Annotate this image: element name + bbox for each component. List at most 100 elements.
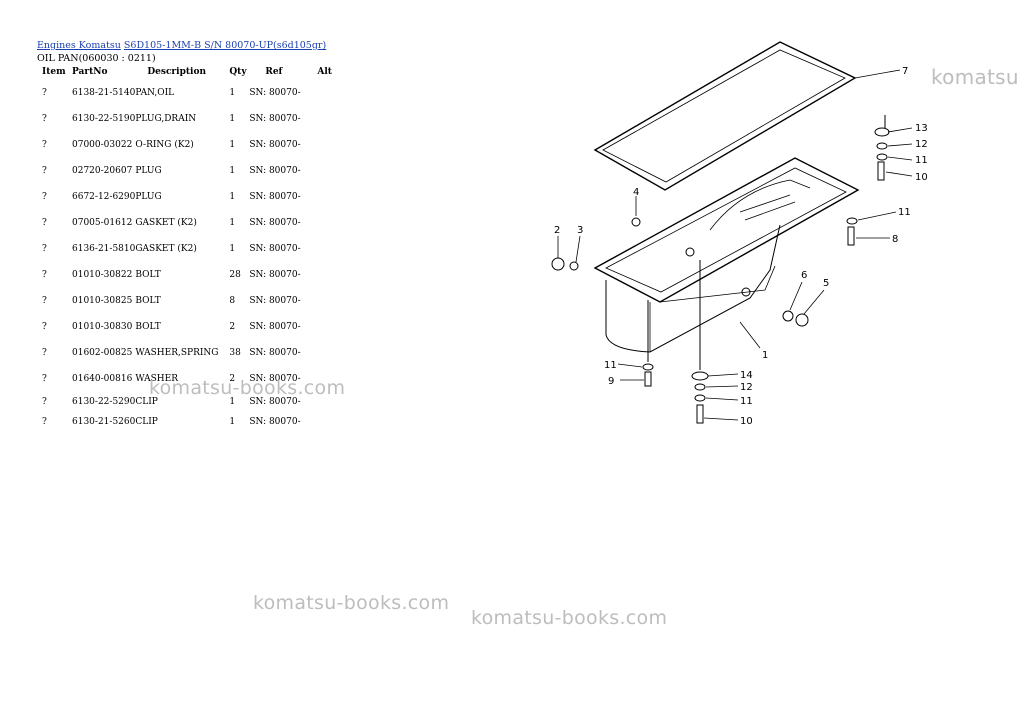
cell-desc: PLUG — [135, 166, 162, 176]
callout-12b: 12 — [740, 382, 753, 393]
cell-ref: SN: 80070- — [249, 218, 301, 228]
cell-item: ? — [42, 114, 47, 124]
cell-alt — [317, 106, 347, 132]
callout-11d: 11 — [740, 396, 753, 407]
callout-3: 3 — [577, 225, 583, 236]
callout-6: 6 — [801, 270, 807, 281]
breadcrumb-link-engines[interactable]: Engines Komatsu — [37, 40, 121, 51]
cell-qty: 38 — [229, 348, 241, 358]
cell-qty: 2 — [229, 374, 236, 384]
callout-9: 9 — [608, 376, 614, 387]
cell-ref: SN: 80070- — [249, 88, 301, 98]
col-header-description: Description — [147, 67, 206, 77]
cell-ref: SN: 80070- — [249, 192, 301, 202]
page-subtitle: OIL PAN(060030 : 0211) — [37, 53, 156, 64]
cell-item: ? — [42, 397, 47, 407]
col-header-item: Item — [42, 67, 66, 77]
callout-5: 5 — [823, 278, 829, 289]
cell-part: 6130-22-5290 — [72, 397, 136, 407]
cell-item: ? — [42, 374, 47, 384]
cell-alt — [317, 158, 347, 184]
callout-11b: 11 — [898, 207, 911, 218]
cell-desc: PLUG,DRAIN — [135, 114, 197, 124]
callout-10b: 10 — [740, 416, 753, 427]
oil-pan-outline — [593, 157, 860, 353]
cell-qty: 1 — [229, 192, 236, 202]
callout-numbers: 7 13 12 11 10 11 8 4 2 3 6 5 1 11 9 14 1… — [554, 66, 928, 427]
cell-desc: O-RING (K2) — [135, 140, 194, 150]
callout-7: 7 — [902, 66, 908, 77]
col-header-partno: PartNo — [72, 67, 108, 77]
cell-part: 01010-30822 — [72, 270, 133, 280]
cell-part: 07005-01612 — [72, 218, 133, 228]
cell-alt — [317, 210, 347, 236]
callout-1: 1 — [762, 350, 768, 361]
col-header-ref: Ref — [265, 67, 283, 77]
fasteners — [551, 115, 890, 424]
cell-qty: 1 — [229, 166, 236, 176]
cell-desc: GASKET (K2) — [135, 244, 197, 254]
callout-8: 8 — [892, 234, 898, 245]
gasket-outline — [593, 41, 857, 191]
cell-ref: SN: 80070- — [249, 296, 301, 306]
col-header-qty: Qty — [229, 67, 247, 77]
cell-ref: SN: 80070- — [249, 417, 301, 427]
cell-desc: WASHER — [135, 374, 179, 384]
table-header-row: Item PartNo Description Qty Ref Alt — [37, 64, 347, 80]
cell-desc: GASKET (K2) — [135, 218, 197, 228]
cell-part: 6138-21-5140 — [72, 88, 136, 98]
cell-desc: CLIP — [135, 417, 158, 427]
cell-ref: SN: 80070- — [249, 397, 301, 407]
cell-desc: PAN,OIL — [135, 88, 175, 98]
callout-12a: 12 — [915, 139, 928, 150]
cell-part: 02720-20607 — [72, 166, 133, 176]
breadcrumb-link-model[interactable]: S6D105-1MM-B S/N 80070-UP(s6d105gr) — [123, 40, 327, 51]
cell-ref: SN: 80070- — [249, 348, 301, 358]
cell-part: 6130-22-5190 — [72, 114, 136, 124]
cell-alt — [317, 340, 347, 366]
cell-qty: 1 — [229, 218, 236, 228]
cell-qty: 1 — [229, 88, 236, 98]
cell-part: 01640-00816 — [72, 374, 133, 384]
cell-qty: 8 — [229, 296, 236, 306]
cell-item: ? — [42, 244, 47, 254]
cell-part: 01010-30825 — [72, 296, 133, 306]
cell-part: 6136-21-5810 — [72, 244, 136, 254]
watermark-top-right: komatsu — [931, 65, 1019, 89]
cell-qty: 1 — [229, 114, 236, 124]
cell-item: ? — [42, 88, 47, 98]
cell-alt — [317, 132, 347, 158]
cell-desc: WASHER,SPRING — [135, 348, 219, 358]
cell-alt — [317, 236, 347, 262]
watermark-bottom-left: komatsu-books.com — [253, 592, 450, 614]
cell-qty: 2 — [229, 322, 236, 332]
cell-desc: BOLT — [135, 296, 161, 306]
cell-item: ? — [42, 417, 47, 427]
callout-11c: 11 — [604, 360, 617, 371]
cell-desc: CLIP — [135, 397, 158, 407]
col-header-alt: Alt — [317, 67, 332, 77]
cell-ref: SN: 80070- — [249, 244, 301, 254]
leader-lines — [557, 69, 913, 421]
cell-qty: 1 — [229, 397, 236, 407]
cell-item: ? — [42, 322, 47, 332]
cell-item: ? — [42, 296, 47, 306]
cell-alt — [317, 412, 347, 432]
callout-4: 4 — [633, 187, 639, 198]
cell-part: 01010-30830 — [72, 322, 133, 332]
cell-item: ? — [42, 140, 47, 150]
cell-ref: SN: 80070- — [249, 114, 301, 124]
cell-part: 07000-03022 — [72, 140, 133, 150]
cell-item: ? — [42, 192, 47, 202]
cell-ref: SN: 80070- — [249, 140, 301, 150]
cell-ref: SN: 80070- — [249, 374, 301, 384]
cell-desc: PLUG — [135, 192, 162, 202]
cell-ref: SN: 80070- — [249, 322, 301, 332]
exploded-parts-diagram: 7 13 12 11 10 11 8 4 2 3 6 5 1 11 9 14 1… — [551, 41, 928, 427]
cell-desc: BOLT — [135, 322, 161, 332]
